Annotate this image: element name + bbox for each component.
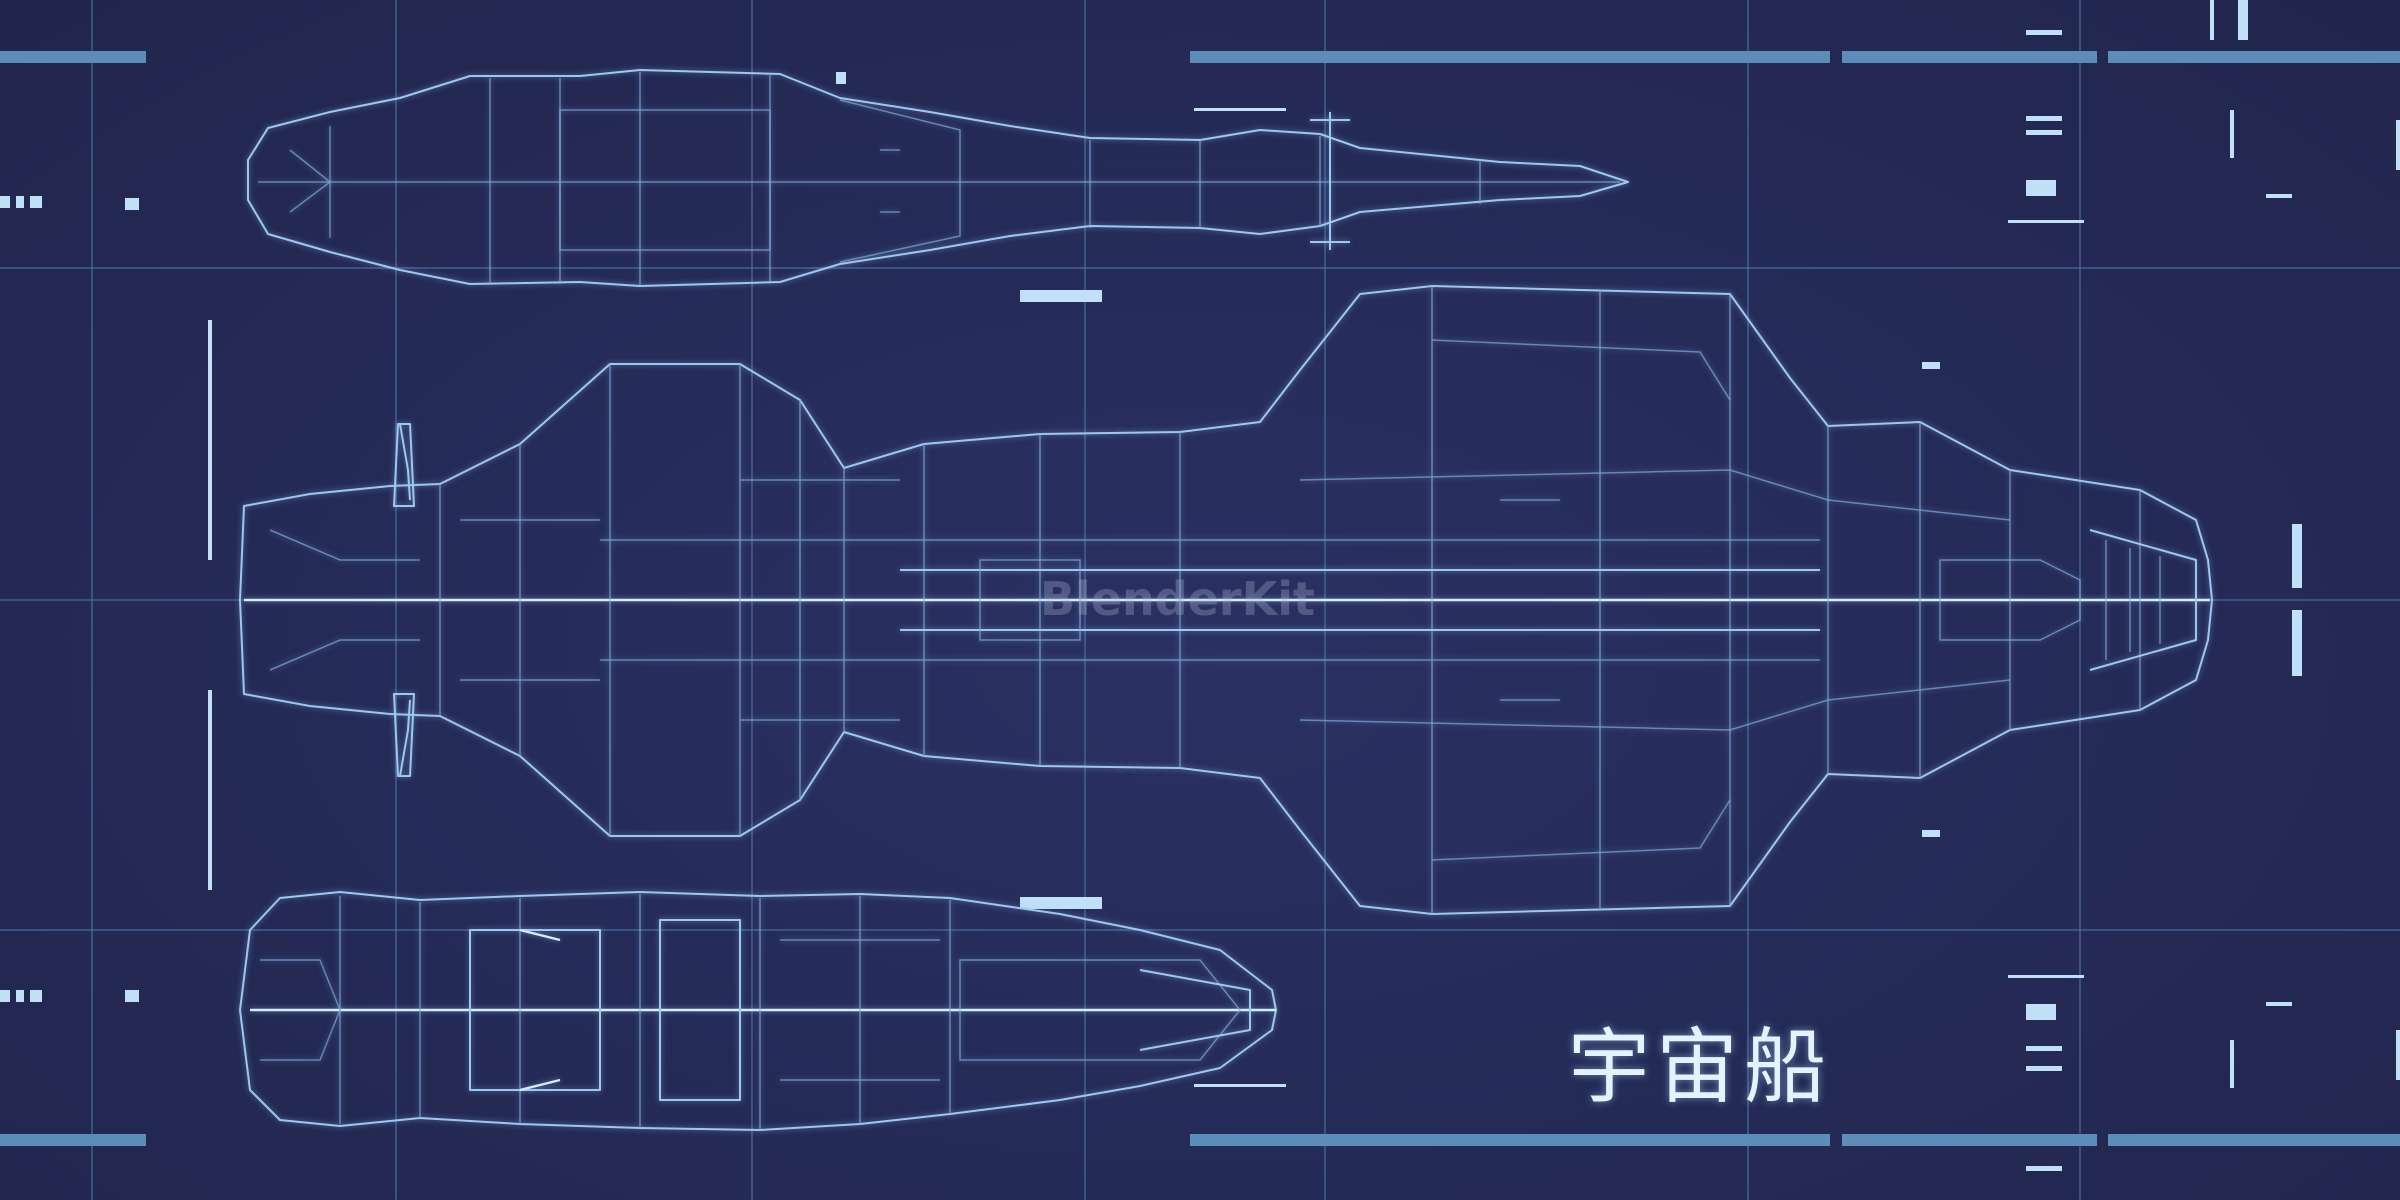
diagram-title: 宇宙船: [1568, 1020, 1833, 1115]
top-view: [239, 285, 2213, 915]
frame-bars: [0, 51, 2400, 1146]
side-view: [247, 69, 1629, 287]
hud-markers: [0, 0, 2400, 1171]
bottom-view: [239, 891, 1277, 1131]
watermark-text: BlenderKit: [1040, 572, 1315, 626]
